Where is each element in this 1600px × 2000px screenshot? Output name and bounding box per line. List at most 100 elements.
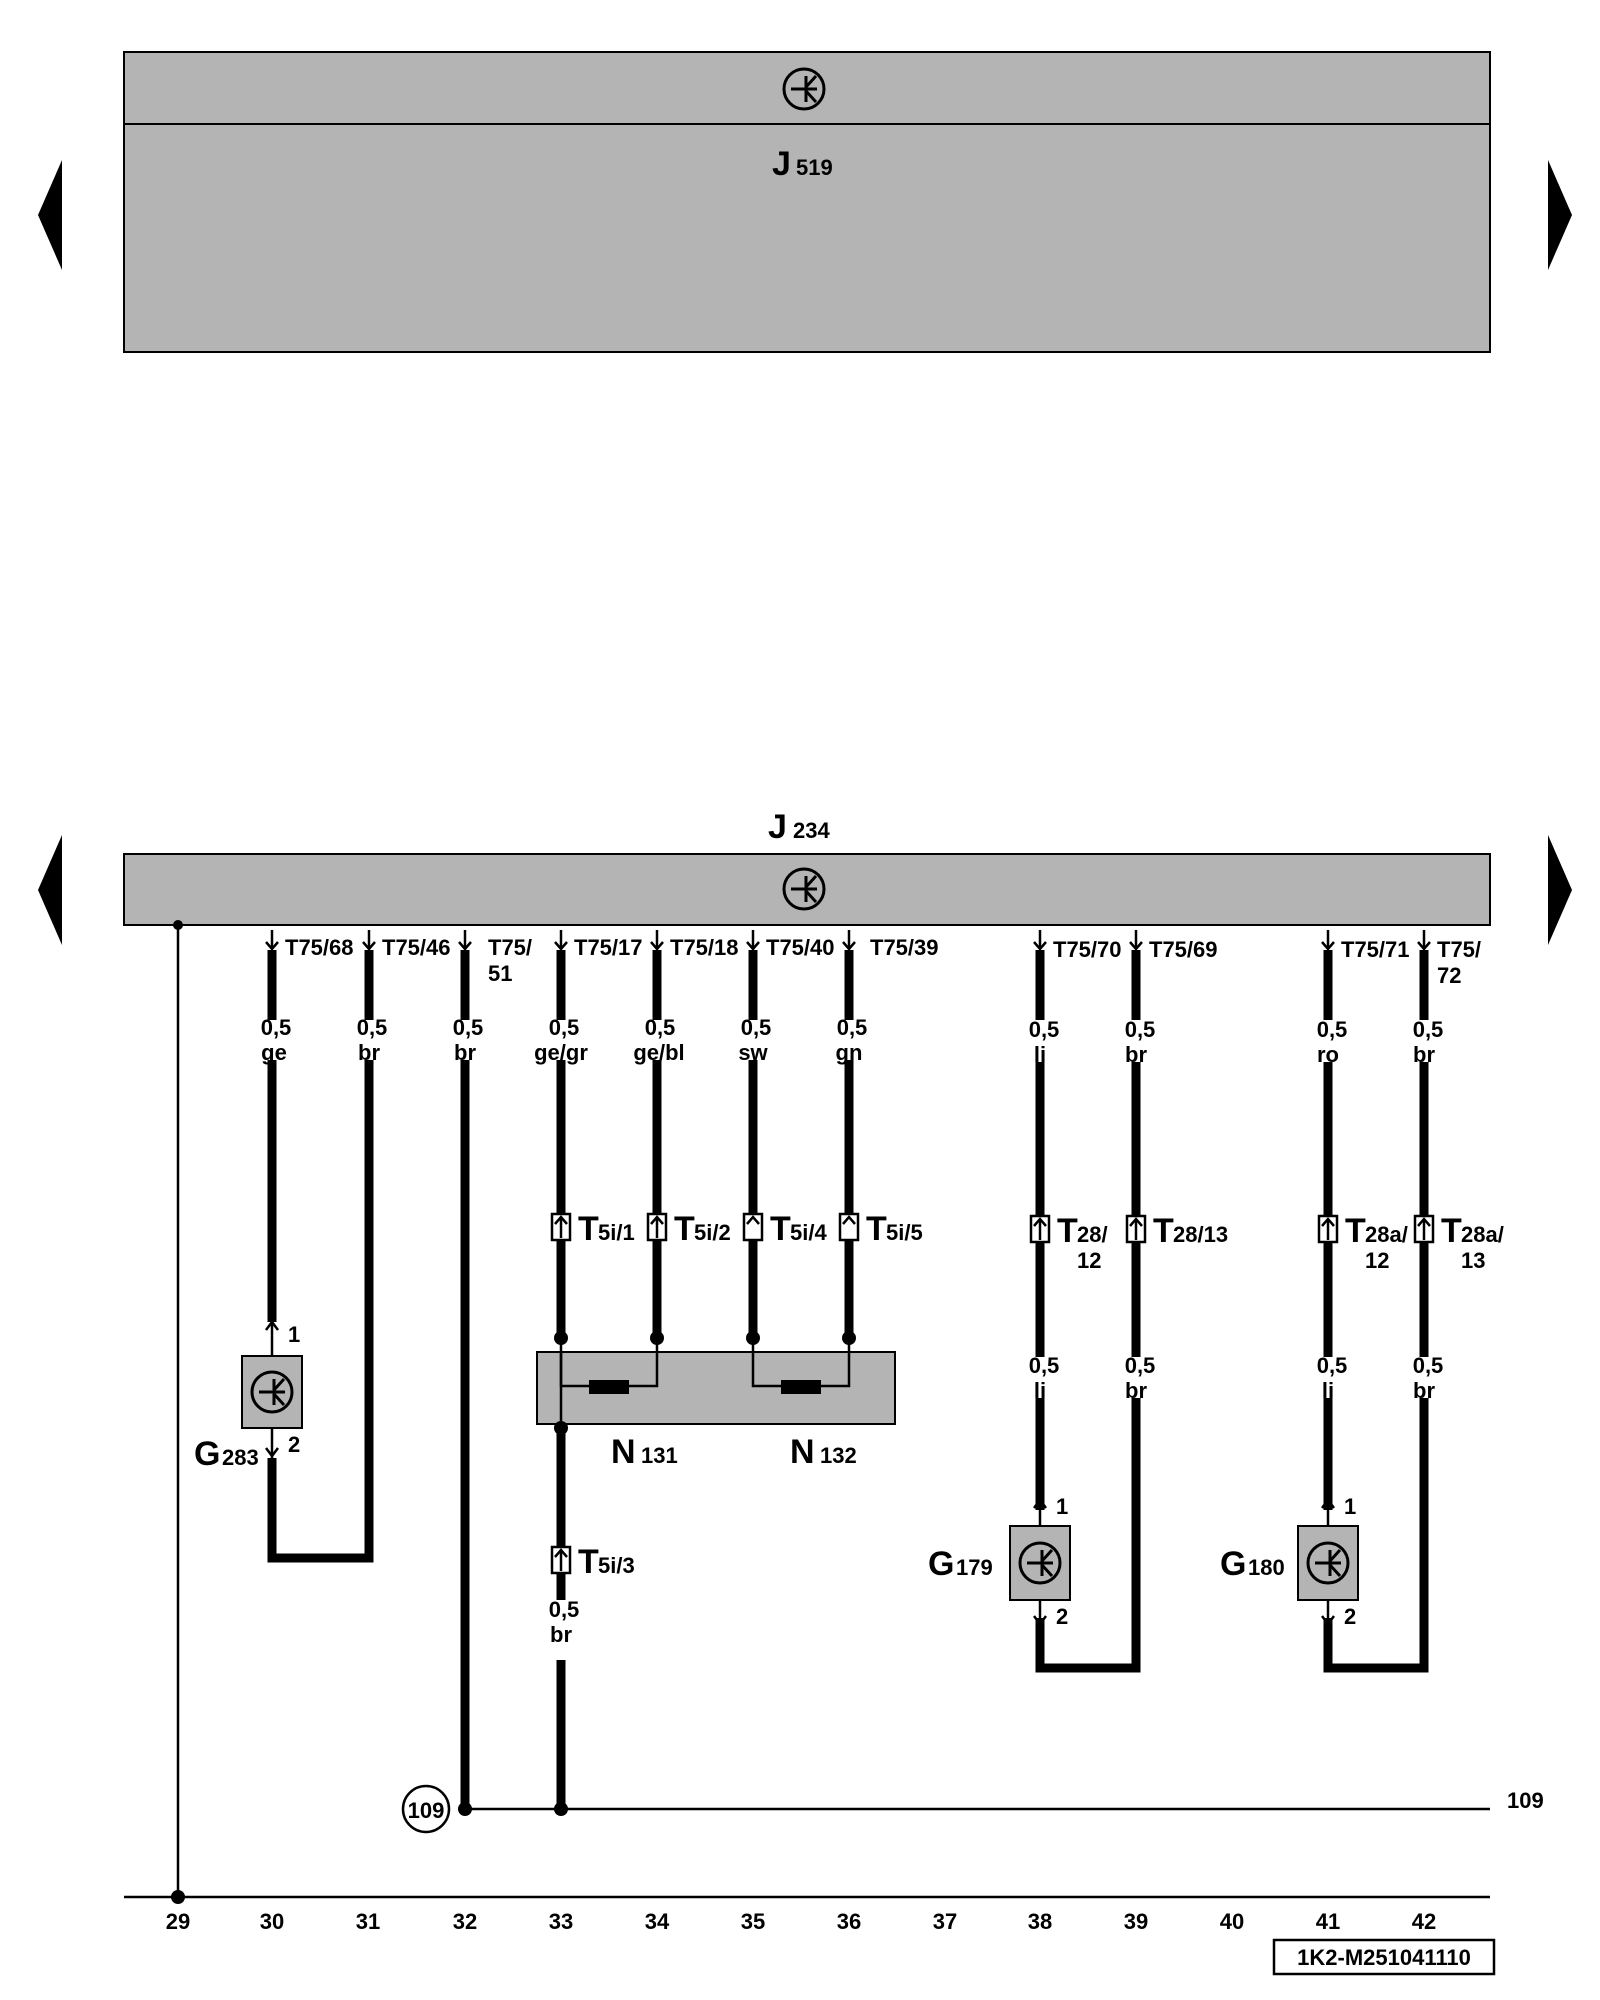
junction-dot xyxy=(173,920,183,930)
wire-size: 0,5 xyxy=(1125,1353,1156,1378)
pin-label: T75/68 xyxy=(285,935,354,960)
ground-circle-label: 109 xyxy=(408,1798,445,1823)
wire-color: br xyxy=(1125,1042,1147,1067)
pin-number: 1 xyxy=(1056,1494,1068,1519)
wire-size: 0,5 xyxy=(549,1015,580,1040)
wire-size: 0,5 xyxy=(1317,1353,1348,1378)
wire-size: 0,5 xyxy=(453,1015,484,1040)
connector-label-sub: 5i/4 xyxy=(790,1220,827,1245)
pin-label: T75/46 xyxy=(382,935,451,960)
column-number: 37 xyxy=(933,1909,957,1934)
wire-color: ro xyxy=(1317,1042,1339,1067)
nav-right-bottom-arrow[interactable] xyxy=(1548,835,1572,945)
column-number: 41 xyxy=(1316,1909,1340,1934)
connector-label-sub: 12 xyxy=(1365,1248,1389,1273)
component-n131-n132: N 131 N 132 xyxy=(536,1331,896,1471)
wire-size: 0,5 xyxy=(549,1597,580,1622)
wire-size: 0,5 xyxy=(357,1015,388,1040)
connector-icon xyxy=(1317,1214,1339,1244)
wire-color: li xyxy=(1034,1378,1046,1403)
module-j519-label: J xyxy=(772,145,791,183)
column-number: 38 xyxy=(1028,1909,1052,1934)
wire-size: 0,5 xyxy=(837,1015,868,1040)
wire-color: br xyxy=(1125,1378,1147,1403)
nav-right-top-arrow[interactable] xyxy=(1548,160,1572,270)
nav-left-top-arrow[interactable] xyxy=(38,160,62,270)
column-number: 31 xyxy=(356,1909,380,1934)
connector-label: T xyxy=(1153,1212,1174,1250)
component-label-sub: 180 xyxy=(1248,1555,1285,1580)
pin-number: 1 xyxy=(1344,1494,1356,1519)
pin-label: T75/ xyxy=(1437,937,1481,962)
connector-label-sub: 28/ xyxy=(1077,1222,1108,1247)
wire-size: 0,5 xyxy=(1413,1353,1444,1378)
component-label-sub: 131 xyxy=(641,1443,678,1468)
connector-icon xyxy=(550,1545,572,1575)
pin-label: T75/69 xyxy=(1149,937,1218,962)
connector-label-sub: 5i/1 xyxy=(598,1220,635,1245)
connector-label-sub: 13 xyxy=(1461,1248,1485,1273)
wire-color: gn xyxy=(836,1040,863,1065)
wire-size: 0,5 xyxy=(1317,1017,1348,1042)
column-number: 29 xyxy=(166,1909,190,1934)
wire-color: br xyxy=(550,1622,572,1647)
connector-label-sub: 28a/ xyxy=(1365,1222,1408,1247)
connector-icon xyxy=(838,1212,860,1242)
component-g179: 1 2 G 179 xyxy=(928,1494,1071,1629)
connector-label: T xyxy=(578,1543,599,1581)
pin-number: 1 xyxy=(288,1322,300,1347)
column-number: 34 xyxy=(645,1909,670,1934)
module-j234-label: J xyxy=(768,808,787,846)
component-label: G xyxy=(194,1435,220,1473)
connector-icon xyxy=(742,1212,764,1242)
column-number: 39 xyxy=(1124,1909,1148,1934)
connector-label-sub: 5i/5 xyxy=(886,1220,923,1245)
wire-color: br xyxy=(1413,1378,1435,1403)
connector-label: T xyxy=(770,1210,791,1248)
ground-right-label: 109 xyxy=(1507,1788,1544,1813)
module-j519-sub: 519 xyxy=(796,155,833,180)
wire-size: 0,5 xyxy=(1125,1017,1156,1042)
module-j234: J 234 xyxy=(123,808,1491,926)
wire-color: ge/bl xyxy=(633,1040,684,1065)
component-label-sub: 179 xyxy=(956,1555,993,1580)
pin-label: T75/71 xyxy=(1341,937,1410,962)
diagram-code-text: 1K2-M251041110 xyxy=(1297,1945,1471,1970)
wire-color: sw xyxy=(738,1040,768,1065)
connector-label-sub: 5i/2 xyxy=(694,1220,731,1245)
module-j519: J 519 xyxy=(123,51,1491,353)
pin-label: T75/17 xyxy=(574,935,643,960)
wire-color: li xyxy=(1034,1042,1046,1067)
coil-n131 xyxy=(589,1380,629,1394)
wire-color: ge xyxy=(261,1040,287,1065)
wire-size: 0,5 xyxy=(1029,1017,1060,1042)
coil-n132 xyxy=(781,1380,821,1394)
pin-label: T75/ xyxy=(488,935,532,960)
wire-size: 0,5 xyxy=(1029,1353,1060,1378)
connector-icon xyxy=(646,1212,668,1242)
connector-label: T xyxy=(1345,1212,1366,1250)
wire-color: li xyxy=(1322,1378,1334,1403)
connector-label-sub: 12 xyxy=(1077,1248,1101,1273)
column-number: 40 xyxy=(1220,1909,1244,1934)
pin-label: T75/39 xyxy=(870,935,939,960)
pin-number: 2 xyxy=(288,1432,300,1457)
column-number: 33 xyxy=(549,1909,573,1934)
column-number: 35 xyxy=(741,1909,765,1934)
connector-label: T xyxy=(1057,1212,1078,1250)
module-j234-sub: 234 xyxy=(793,818,830,843)
wire-color: ge/gr xyxy=(534,1040,588,1065)
column-number: 42 xyxy=(1412,1909,1436,1934)
connector-label: T xyxy=(674,1210,695,1248)
nav-left-bottom-arrow[interactable] xyxy=(38,835,62,945)
component-label: N xyxy=(611,1433,636,1471)
diagram-code: 1K2-M251041110 xyxy=(1272,1938,1496,1976)
connector-label: T xyxy=(866,1210,887,1248)
pin-label: T75/40 xyxy=(766,935,835,960)
connector-icon xyxy=(1125,1214,1147,1244)
wire-color: br xyxy=(358,1040,380,1065)
wire-size: 0,5 xyxy=(645,1015,676,1040)
connector-icon xyxy=(1413,1214,1435,1244)
connector-label-sub: 28a/ xyxy=(1461,1222,1504,1247)
